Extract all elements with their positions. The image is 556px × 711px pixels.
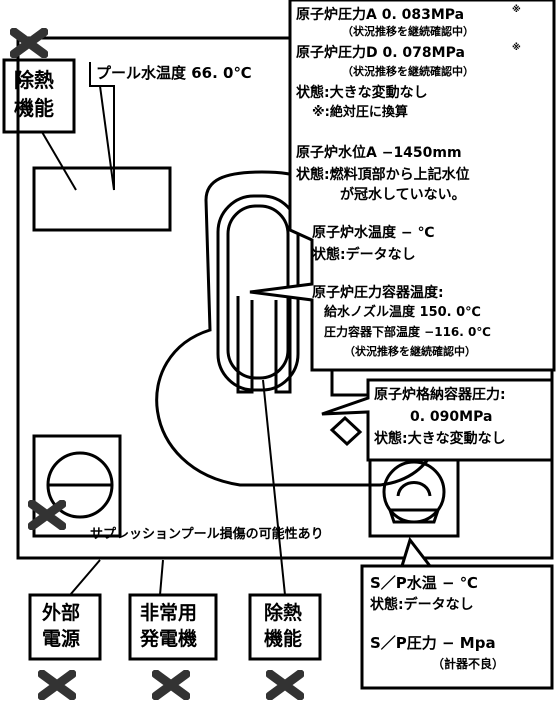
offsite-power-line1: 外部: [42, 602, 81, 624]
heat-removal-bottom-line2: 機能: [264, 628, 303, 650]
reactor-water-level: 原子炉水位A −1450mm: [296, 145, 462, 161]
reactor-pressure-d-note-mark: ※: [512, 43, 521, 53]
suppression-pool-damage-note: サプレッションプール損傷の可能性あり: [90, 527, 324, 542]
emergency-generator-box: [128, 593, 218, 661]
reactor-pressure-a-note: （状況推移を継続確認中）: [342, 25, 474, 38]
vessel-temperature-note: （状況推移を継続確認中）: [344, 345, 476, 358]
reactor-pressure-d-note: （状況推移を継続確認中）: [342, 65, 474, 78]
offsite-power-line2: 電源: [42, 628, 81, 650]
reactor-pressure-a: 原子炉圧力A 0. 083MPa: [296, 7, 465, 23]
x-mark-icon: [28, 500, 66, 530]
heat-removal-top-line2: 機能: [14, 96, 54, 120]
reactor-water-level-status-2: が冠水していない。: [340, 187, 466, 203]
suppression-chamber-left: [32, 434, 122, 538]
heat-removal-bottom-line1: 除熱: [264, 602, 303, 624]
x-mark-icon: [266, 670, 304, 700]
reactor-data-callout: [249, 0, 556, 372]
sp-callout: [360, 536, 554, 690]
sp-pressure-note: （計器不良）: [432, 657, 505, 671]
reactor-pressure-a-note-mark: ※: [512, 5, 521, 15]
offsite-power-box: [28, 593, 102, 661]
sp-water-temperature: S／P水温 − ℃: [370, 574, 478, 592]
containment-pressure-status: 状態:大きな変動なし: [374, 431, 506, 447]
reactor-water-temperature: 原子炉水温度 − ℃: [312, 225, 435, 241]
heat-removal-box-top: [2, 58, 76, 134]
vessel-temperature-title: 原子炉圧力容器温度:: [312, 285, 444, 301]
suppression-torus-right: [382, 460, 446, 524]
vessel-support-right: [274, 296, 292, 394]
vessel-support-left: [236, 296, 254, 394]
reactor-water-temperature-status: 状態:データなし: [312, 247, 416, 263]
absolute-pressure-note: ※:絶対圧に換算: [312, 105, 408, 120]
emergency-generator-line2: 発電機: [140, 628, 198, 650]
feedwater-nozzle-temperature: 給水ノズル温度 150. 0℃: [324, 305, 481, 320]
reactor-pressure-status: 状態:大きな変動なし: [296, 85, 428, 101]
sp-water-temperature-status: 状態:データなし: [370, 597, 474, 613]
containment-pressure-callout: [321, 378, 554, 462]
reactor-water-level-status-1: 状態:燃料頂部から上記水位: [296, 167, 470, 183]
vent-pipe: [329, 415, 363, 447]
x-mark-icon: [152, 670, 190, 700]
spent-fuel-pool: [32, 166, 172, 232]
emergency-generator-line1: 非常用: [140, 602, 198, 624]
x-mark-icon: [38, 670, 76, 700]
vessel-bottom-temperature: 圧力容器下部温度 −116. 0℃: [324, 325, 491, 339]
pool-temperature-label: プール水温度 66. 0℃: [96, 64, 252, 82]
x-mark-icon: [10, 28, 48, 58]
reactor-pressure-d: 原子炉圧力D 0. 078MPa: [296, 45, 465, 61]
containment-pressure-label: 原子炉格納容器圧力:: [374, 387, 506, 403]
containment-pressure-value: 0. 090MPa: [410, 409, 493, 425]
sp-pressure: S／P圧力 − Mpa: [370, 634, 496, 652]
heat-removal-top-line1: 除熱: [14, 68, 54, 92]
